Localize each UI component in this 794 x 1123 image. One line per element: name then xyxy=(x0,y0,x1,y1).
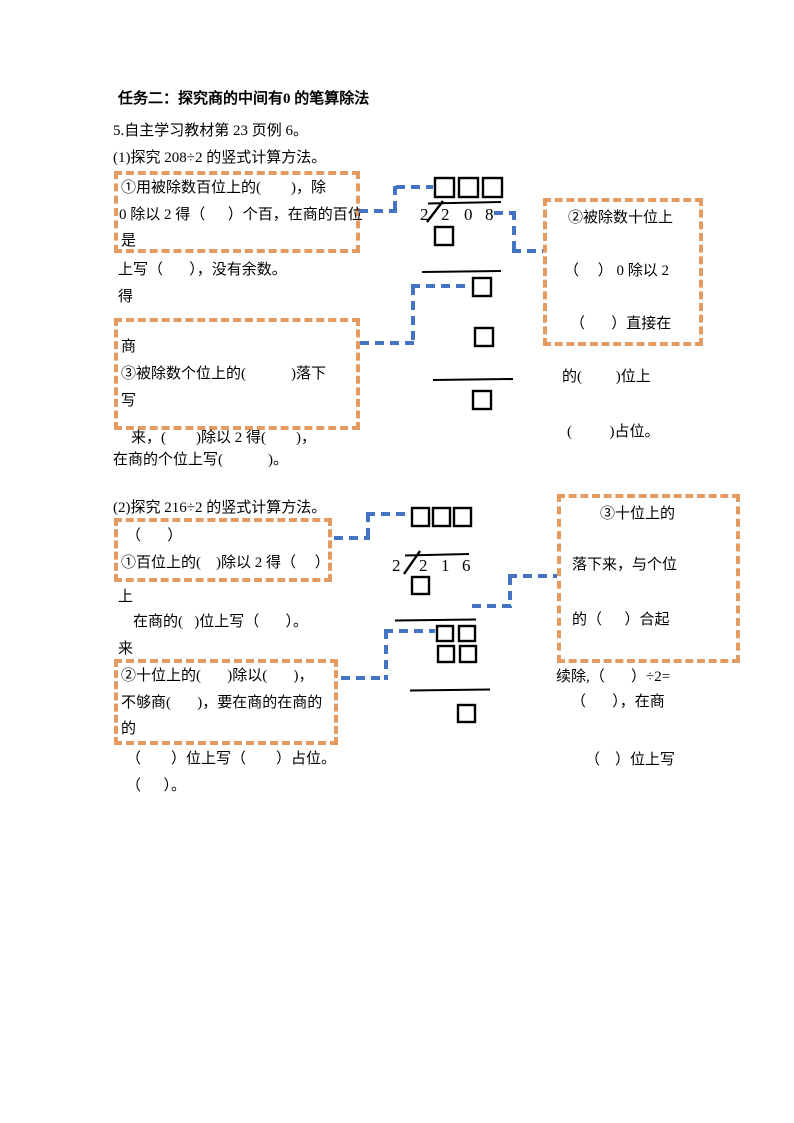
dividend-digit-2: 1 xyxy=(441,556,450,575)
s2-callout-step1 xyxy=(114,518,332,582)
dividend-digit-3: 8 xyxy=(485,205,494,224)
s2-callout-step3 xyxy=(557,494,740,663)
connector-s2-box3-h2 xyxy=(508,574,557,578)
s1-step3-line3: 写 xyxy=(121,393,137,409)
answer-box-work3 xyxy=(473,326,495,348)
answer-box-quotient-tens xyxy=(457,176,480,199)
connector-s2-box1-v xyxy=(366,513,370,540)
s2-step2-cont1: （ ）位上写（ ）占位。 xyxy=(126,751,337,767)
answer-box-remainder xyxy=(456,703,477,724)
s1-step1-line1: ①用被除数百位上的( )，除 xyxy=(121,180,326,196)
section1-heading: (1)探究 208÷2 的竖式计算方法。 xyxy=(113,150,327,166)
subtraction-line-1 xyxy=(394,618,477,622)
subtraction-line-1 xyxy=(421,270,502,273)
connector-s1-box2-h1 xyxy=(494,211,516,215)
s1-step3-line2: ③被除数个位上的( )落下 xyxy=(121,366,326,382)
s2-step3-line2: 落下来，与个位 xyxy=(572,557,678,573)
subtraction-line-2 xyxy=(432,378,514,381)
s1-step2-cont2: ( )占位。 xyxy=(567,424,660,440)
answer-box-quotient-hundreds xyxy=(410,506,431,528)
s2-step3-line3: 的（ ）合起 xyxy=(572,612,670,628)
s1-step3-cont2: 在商的个位上写( )。 xyxy=(113,452,288,468)
s2-step1-line1: （ ） xyxy=(126,528,183,544)
answer-box-work3a xyxy=(436,644,456,664)
subtraction-line-2 xyxy=(409,688,491,692)
s2-step3-line1: ③十位上的 xyxy=(600,506,676,522)
connector-s1-box1-v xyxy=(393,186,397,213)
s1-step3-cont1: 来，( )除以 2 得( )， xyxy=(131,430,316,446)
division-slash xyxy=(403,550,421,575)
connector-s2-box2-h1 xyxy=(341,676,388,680)
s1-step2-line3: （ ）直接在 xyxy=(570,316,672,332)
connector-s2-box3-h1 xyxy=(472,604,512,608)
dividend-digit-3: 6 xyxy=(462,556,471,575)
s2-step3-cont2: （ ），在商 xyxy=(571,694,665,710)
answer-box-work2a xyxy=(435,624,455,643)
s2-step2-line3: 的 xyxy=(121,721,137,737)
answer-box-work2b xyxy=(457,624,477,643)
s2-callout-step2 xyxy=(114,659,338,745)
s1-step3-line1: 商 xyxy=(121,339,137,355)
answer-box-remainder xyxy=(471,389,493,411)
connector-s1-box1-h1 xyxy=(359,209,397,213)
connector-s1-box2-h2 xyxy=(512,249,543,253)
answer-box-quotient-hundreds xyxy=(433,176,456,199)
s1-step1-cont2: 得 xyxy=(118,289,134,305)
s2-step3-cont1: 续除,（ ）÷2= xyxy=(556,669,671,685)
section2-heading: (2)探究 216÷2 的竖式计算方法。 xyxy=(113,500,327,516)
answer-box-quotient-ones xyxy=(481,176,504,199)
division-slash xyxy=(426,200,444,223)
s2-step2-line2: 不够商( )，要在商的在商的 xyxy=(121,695,323,711)
s1-callout-step3 xyxy=(114,318,360,430)
divisor-digit: 2 xyxy=(420,205,429,224)
division-bar xyxy=(427,201,502,205)
s1-step2-cont1: 的( )位上 xyxy=(562,369,651,385)
s1-callout-step1 xyxy=(114,171,360,253)
dividend-digit-2: 0 xyxy=(464,205,473,224)
s1-step2-line2: （ ） 0 除以 2 xyxy=(564,263,670,279)
connector-s2-box1-h2 xyxy=(366,512,410,516)
s1-step1-line2: 0 除以 2 得（ ）个百，在商的百位 xyxy=(119,207,363,223)
s1-callout-step2 xyxy=(543,198,703,346)
dividend-digit-1: 2 xyxy=(419,556,428,575)
connector-s2-box2-h2 xyxy=(384,629,435,633)
answer-box-work3b xyxy=(458,644,478,664)
divisor-digit: 2 xyxy=(392,556,401,575)
s2-step1-line2: ①百位上的( )除以 2 得（ ） xyxy=(121,555,330,571)
connector-s2-box3-v xyxy=(508,576,512,608)
division-bar xyxy=(404,553,470,557)
s2-step1-cont3: 来 xyxy=(118,641,134,657)
connector-s1-box3-h1 xyxy=(411,284,468,288)
study-instruction: 5.自主学习教材第 23 页例 6。 xyxy=(113,123,309,139)
connector-s1-box3-v xyxy=(411,286,415,344)
connector-s2-box2-v xyxy=(384,630,388,680)
s2-step2-line1: ②十位上的( )除以( )， xyxy=(121,668,314,684)
division-tableau-208: 2 2 0 8 xyxy=(415,172,525,417)
s1-step1-cont1: 上写（ ），没有余数。 xyxy=(118,262,287,278)
s1-step2-line1: ②被除数十位上 xyxy=(568,210,674,226)
s2-step2-cont2: （ ）。 xyxy=(126,778,187,794)
dividend-digit-1: 2 xyxy=(441,205,450,224)
answer-box-work2 xyxy=(471,276,493,298)
page-title: 任务二：探究商的中间有0 的笔算除法 xyxy=(118,91,370,107)
s2-step1-cont1: 上 xyxy=(118,589,134,605)
connector-s1-box1-h2 xyxy=(396,185,433,189)
s1-step1-line3: 是 xyxy=(121,233,137,249)
connector-s2-box1-h1 xyxy=(334,536,370,540)
answer-box-work1 xyxy=(410,575,431,596)
s2-step3-cont3: （ ）位上写 xyxy=(585,752,676,768)
answer-box-work1 xyxy=(433,225,455,247)
s2-step1-cont2: 在商的( )位上写（ ）。 xyxy=(133,614,308,630)
division-tableau-216: 2 2 1 6 xyxy=(388,503,500,728)
answer-box-quotient-ones xyxy=(452,506,473,528)
answer-box-quotient-tens xyxy=(431,506,452,528)
connector-s1-box3-h2 xyxy=(360,341,415,345)
connector-s1-box2-v xyxy=(512,211,516,253)
